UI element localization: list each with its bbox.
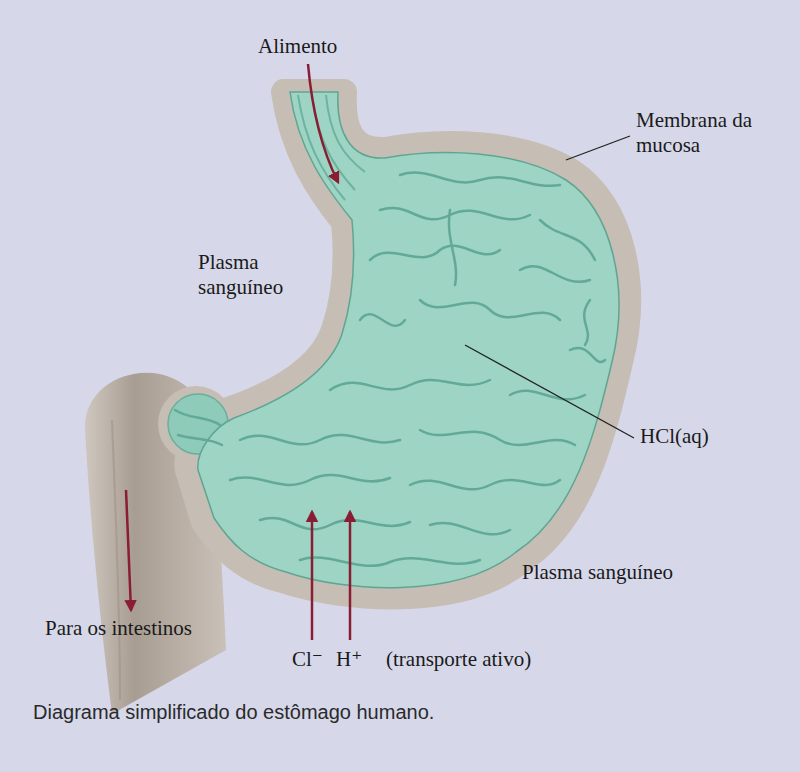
stomach-lumen xyxy=(198,92,619,588)
gastric-folds xyxy=(175,173,605,566)
part-label: Plasma sanguíneo xyxy=(522,560,673,585)
part-label: H⁺ xyxy=(336,647,362,672)
part-label: (transporte ativo) xyxy=(386,647,531,672)
esophagus-folds xyxy=(298,95,365,200)
part-label: Alimento xyxy=(258,34,337,59)
mucosa-membrane xyxy=(187,92,628,596)
part-label: Membrana da mucosa xyxy=(636,108,766,158)
leader-line xyxy=(465,345,634,438)
flow-arrows xyxy=(126,64,350,640)
part-label: HCl(aq) xyxy=(640,424,709,449)
part-label: Plasma sanguíneo xyxy=(198,250,318,300)
duodenum-fold xyxy=(112,420,120,700)
caption: Diagrama simplificado do estômago humano… xyxy=(33,700,434,724)
part-label: Para os intestinos xyxy=(45,616,192,641)
part-label: Cl⁻ xyxy=(292,647,323,672)
leader-line xyxy=(566,136,630,160)
